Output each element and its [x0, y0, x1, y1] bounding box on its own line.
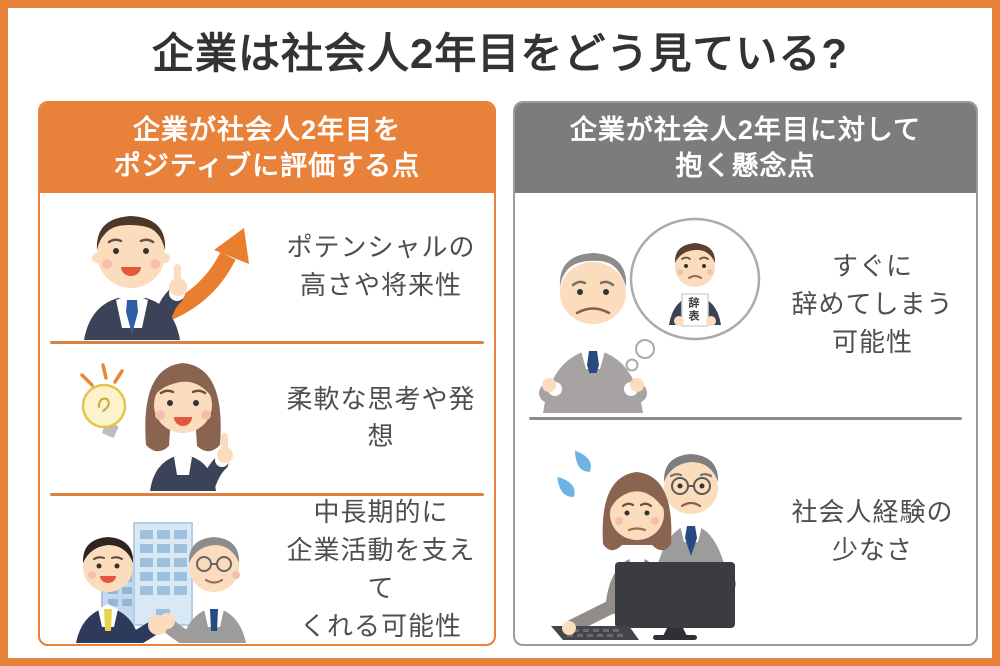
- concern-panel-body: 辞表 すぐに 辞めてしまう 可能性: [515, 193, 976, 644]
- positive-item-potential: ポテンシャルの 高さや将来性: [40, 193, 494, 341]
- positive-header-line-1: 企業が社会人2年目を: [132, 114, 402, 145]
- worried-manager-resignation-illustration: 辞表: [519, 197, 779, 413]
- young-businessman-figure: [84, 216, 187, 341]
- businessman-left-figure: [76, 536, 167, 643]
- lightbulb-icon: [80, 363, 127, 439]
- worried-manager-figure: [539, 253, 647, 413]
- handshake-office-building-illustration: [46, 497, 278, 643]
- concern-item-experience: 社会人経験の 少なさ: [515, 420, 976, 644]
- positive-points-panel: 企業が社会人2年目を ポジティブに評価する点: [38, 101, 496, 646]
- young-businesswoman-figure: [145, 363, 233, 492]
- computer-monitor: [615, 562, 735, 640]
- positive-item-flexible-label: 柔軟な思考や発想: [286, 383, 476, 452]
- resigning-employee-figure: [669, 243, 721, 327]
- panel-divider: [50, 341, 484, 345]
- panel-divider: [50, 492, 484, 496]
- concern-item-quitting-label: すぐに 辞めてしまう 可能性: [791, 251, 954, 357]
- positive-item-flexible-thinking: 柔軟な思考や発想: [40, 344, 494, 492]
- concern-header-line-1: 企業が社会人2年目に対して: [569, 114, 922, 145]
- man-pointing-rising-arrow-illustration: [46, 194, 278, 341]
- concern-header-line-2: 抱く懸念点: [675, 151, 816, 181]
- sweat-drops-icon: [557, 450, 591, 497]
- positive-header-line-2: ポジティブに評価する点: [113, 151, 421, 181]
- positive-item-long-term-label: 中長期的に 企業活動を支えて くれる可能性: [286, 497, 476, 641]
- woman-with-lightbulb-illustration: [46, 345, 278, 492]
- concern-panel-header: 企業が社会人2年目に対して 抱く懸念点: [515, 103, 976, 193]
- panel-divider: [529, 417, 962, 420]
- positive-item-potential-label: ポテンシャルの 高さや将来性: [286, 232, 476, 301]
- concern-points-panel: 企業が社会人2年目に対して 抱く懸念点: [513, 101, 978, 646]
- concern-item-quitting: 辞表 すぐに 辞めてしまう 可能性: [515, 193, 976, 417]
- positive-panel-body: ポテンシャルの 高さや将来性: [40, 193, 494, 644]
- resignation-paper-label: 辞表: [687, 297, 699, 323]
- computer-keyboard: [551, 621, 639, 640]
- page-title: 企業は社会人2年目をどう見ている?: [151, 30, 848, 77]
- positive-panel-header: 企業が社会人2年目を ポジティブに評価する点: [40, 103, 494, 193]
- concern-item-experience-label: 社会人経験の 少なさ: [791, 497, 954, 565]
- stressed-worker-computer-illustration: [519, 424, 779, 640]
- positive-item-long-term: 中長期的に 企業活動を支えて くれる可能性: [40, 496, 494, 644]
